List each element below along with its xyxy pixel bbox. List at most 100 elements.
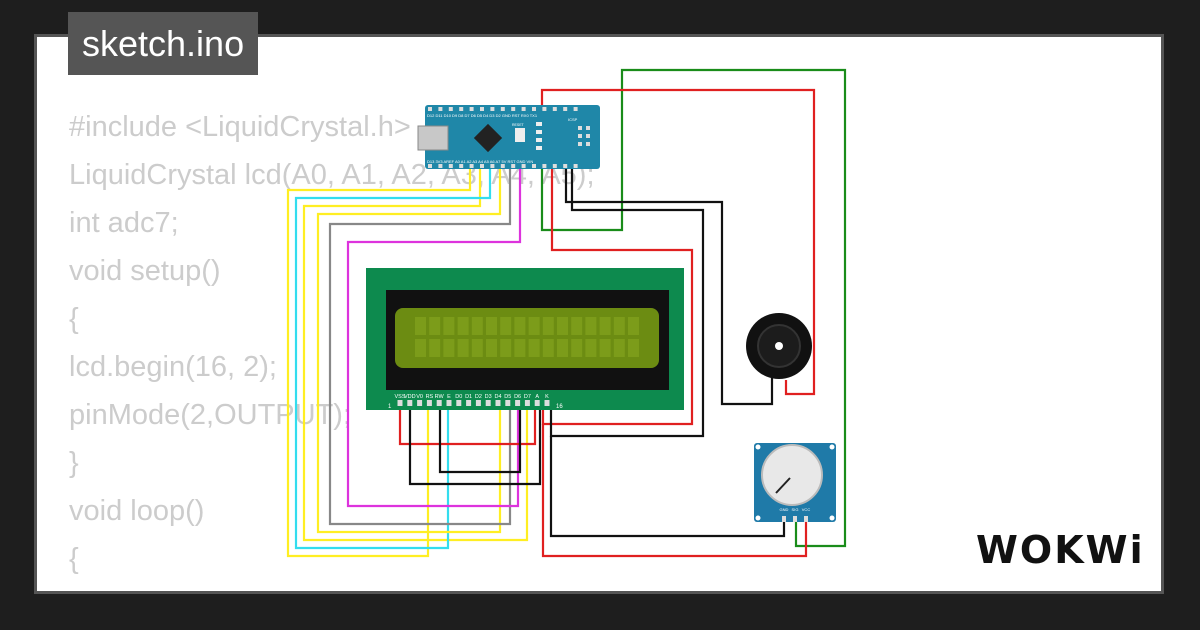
arduino-pin[interactable]: [428, 107, 432, 111]
lcd-pin-first: 1: [388, 404, 392, 410]
lcd-character-cells: [415, 317, 639, 357]
arduino-pin[interactable]: [459, 107, 464, 111]
pot-indicator: [775, 477, 791, 494]
lcd-pin-label: E: [447, 394, 451, 400]
arduino-pin[interactable]: [459, 164, 464, 168]
lcd-pin[interactable]: [475, 400, 481, 406]
lcd-pin[interactable]: [456, 400, 462, 406]
buzzer[interactable]: [746, 313, 812, 379]
lcd-cell: [514, 317, 526, 335]
arduino-pin[interactable]: [521, 107, 526, 111]
arduino-pin[interactable]: [511, 164, 516, 168]
pot-pin-label: GND: [780, 507, 789, 512]
arduino-pin[interactable]: [448, 164, 453, 168]
lcd-cell: [500, 317, 512, 335]
arduino-pin[interactable]: [542, 164, 547, 168]
lcd-pin-label: D2: [475, 394, 482, 400]
arduino-pin[interactable]: [573, 107, 578, 111]
wires: [286, 68, 847, 558]
led-tx: [536, 122, 542, 126]
arduino-pin[interactable]: [480, 107, 484, 111]
wire-yellow-a1: [302, 166, 529, 542]
pot-pin[interactable]: [782, 516, 786, 522]
lcd-pin-label: D6: [514, 394, 521, 400]
lcd-pin[interactable]: [524, 400, 530, 406]
arduino-pin[interactable]: [438, 107, 443, 111]
wire-black-pot: [549, 436, 786, 538]
lcd-pin-label: D3: [485, 394, 492, 400]
arduino-pin[interactable]: [428, 164, 432, 168]
lcd-cell: [542, 317, 554, 335]
code-line: lcd.begin(16, 2);: [69, 351, 277, 383]
lcd-pin[interactable]: [446, 400, 452, 406]
file-title: sketch.ino: [68, 12, 259, 75]
arduino-pin[interactable]: [532, 107, 536, 111]
arduino-pin[interactable]: [511, 107, 516, 111]
lcd-pin[interactable]: [426, 400, 432, 406]
icsp-header: [578, 126, 590, 146]
wire-black-vss: [408, 402, 542, 486]
arduino-pin[interactable]: [469, 164, 474, 168]
lcd-cell: [557, 317, 568, 335]
arduino-pin[interactable]: [448, 107, 453, 111]
lcd-pin[interactable]: [485, 400, 491, 406]
pot-pin[interactable]: [793, 516, 797, 522]
lcd-pin[interactable]: [505, 400, 511, 406]
led-l: [536, 138, 542, 142]
arduino-pin[interactable]: [563, 164, 568, 168]
wire-red-5v: [541, 166, 694, 426]
code-line: void setup(): [69, 255, 221, 287]
arduino-pin[interactable]: [542, 107, 547, 111]
lcd-cell: [457, 339, 469, 357]
arduino-pin[interactable]: [490, 164, 495, 168]
lcd-pin[interactable]: [417, 400, 423, 406]
arduino-pin[interactable]: [573, 164, 578, 168]
lcd-pin[interactable]: [495, 400, 501, 406]
lcd-pin[interactable]: [534, 400, 540, 406]
wire-yellow-a3: [316, 166, 502, 534]
icsp-pin: [586, 142, 590, 146]
pot-pin[interactable]: [804, 516, 808, 522]
icsp-pin: [586, 134, 590, 138]
arduino-pin[interactable]: [500, 107, 505, 111]
arduino-pins-top: [428, 107, 578, 111]
lcd-pin[interactable]: [515, 400, 521, 406]
wire-black-gnd2: [564, 166, 774, 406]
lcd-cell: [528, 317, 540, 335]
arduino-pin[interactable]: [521, 164, 526, 168]
wire-red-5v-buzzer: [540, 88, 816, 396]
lcd-cell: [471, 317, 483, 335]
arduino-pin[interactable]: [480, 164, 484, 168]
arduino-pin[interactable]: [552, 107, 557, 111]
arduino-pin[interactable]: [563, 107, 568, 111]
arduino-pin[interactable]: [552, 164, 557, 168]
arduino-pin[interactable]: [469, 107, 474, 111]
lcd-pin[interactable]: [436, 400, 442, 406]
arduino-pins-bottom: [428, 164, 578, 168]
arduino-pin[interactable]: [500, 164, 505, 168]
pot-knob[interactable]: [761, 444, 823, 506]
arduino-pin[interactable]: [532, 164, 536, 168]
lcd-pin[interactable]: [397, 400, 403, 406]
lcd-pin[interactable]: [407, 400, 413, 406]
arduino-top-label: D12 D11 D10 D9 D8 D7 D6 D5 D4 D3 D2 GND …: [427, 113, 538, 118]
arduino-nano[interactable]: D12 D11 D10 D9 D8 D7 D6 D5 D4 D3 D2 GND …: [417, 105, 600, 169]
buzzer-hole: [775, 342, 783, 350]
lcd-pin-label: D5: [504, 394, 511, 400]
lcd-cell: [571, 339, 583, 357]
arduino-pin[interactable]: [438, 164, 443, 168]
arduino-pin[interactable]: [490, 107, 495, 111]
lcd-cell: [628, 317, 639, 335]
lcd-pin-label: D7: [524, 394, 531, 400]
lcd-cell: [429, 317, 441, 335]
pot-hole: [755, 515, 761, 521]
lcd-cell: [585, 339, 597, 357]
lcd-pin[interactable]: [466, 400, 472, 406]
lcd-pin[interactable]: [544, 400, 550, 406]
led-pwr: [536, 146, 542, 150]
lcd-cell: [471, 339, 483, 357]
